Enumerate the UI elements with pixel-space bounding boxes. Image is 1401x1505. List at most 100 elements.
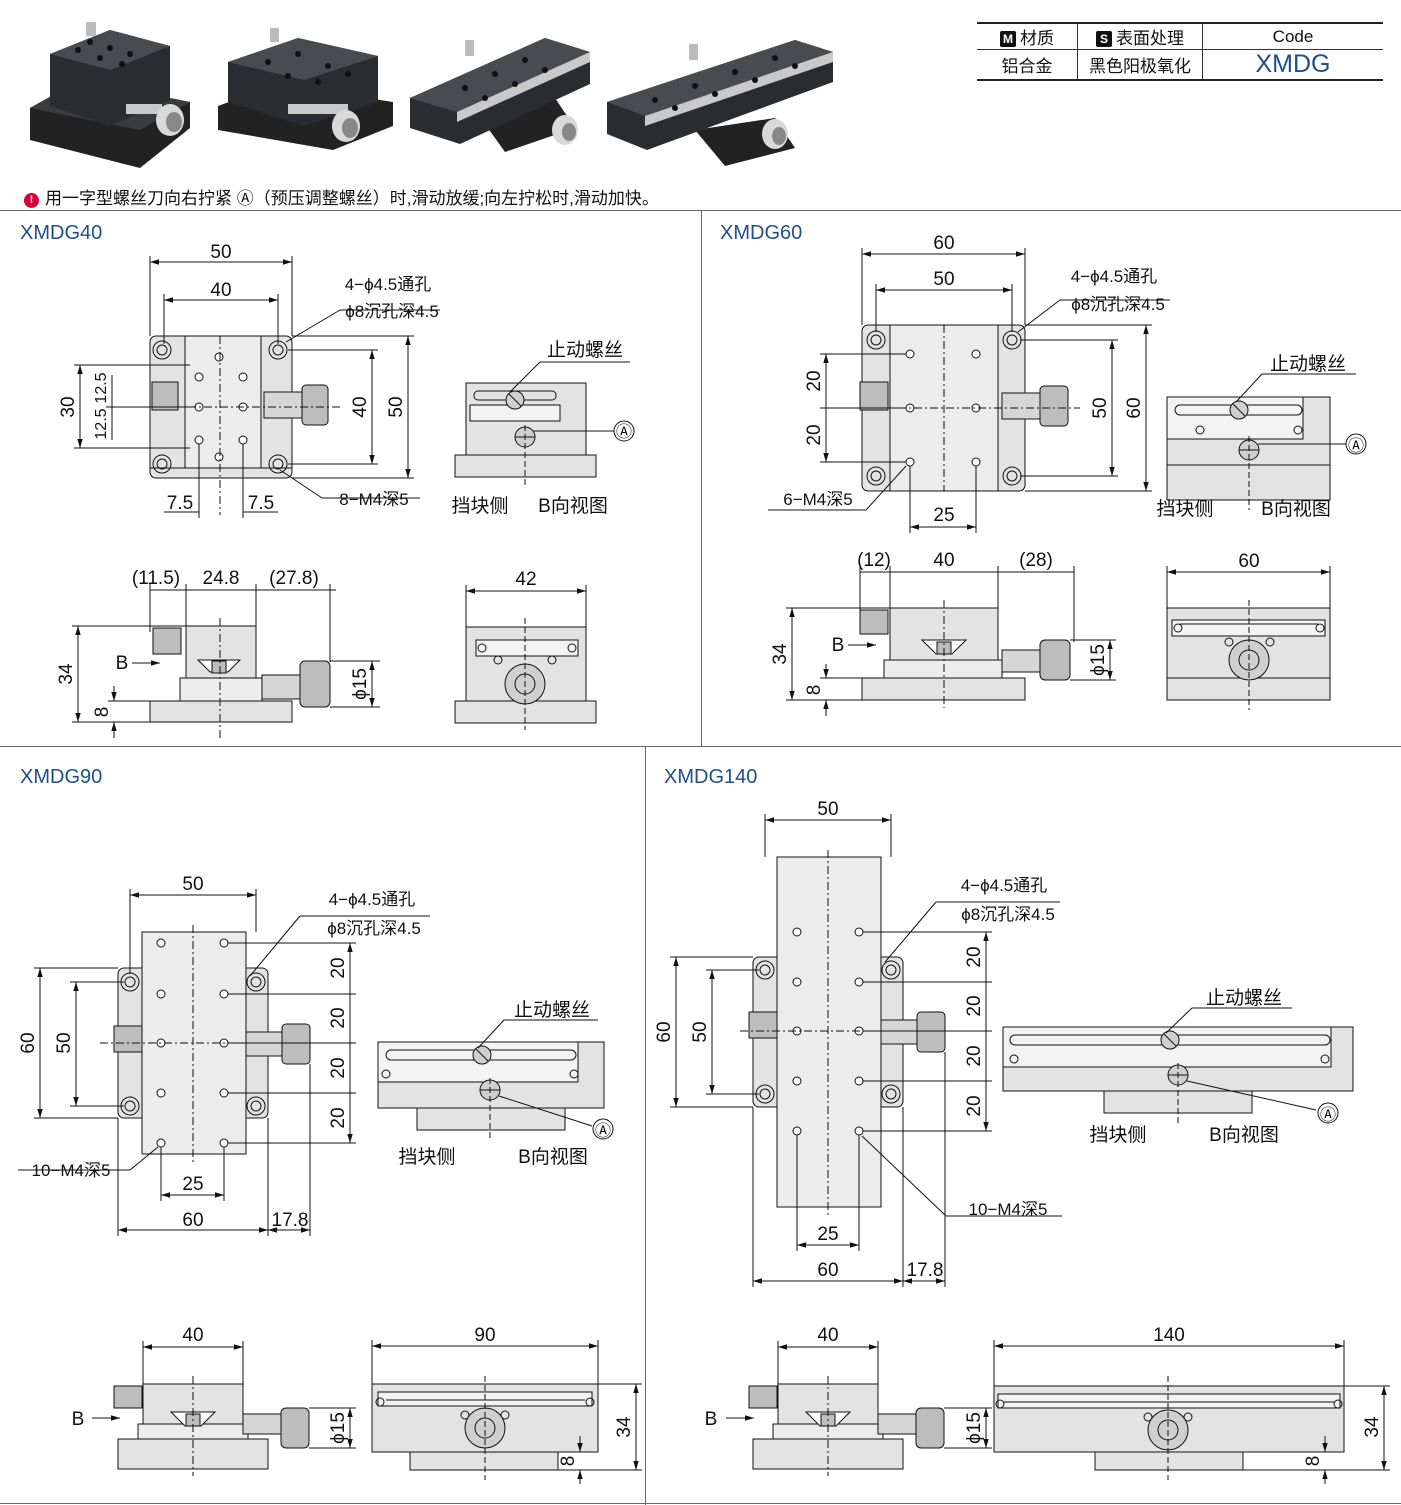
g140-dim-f40: 40	[817, 1325, 838, 1346]
g90-dim-knob: ϕ15	[328, 1412, 349, 1444]
upper-vertical-divider	[701, 210, 702, 746]
g140-dim-h50: 50	[690, 1021, 711, 1042]
product-photo-xmdg140	[607, 40, 833, 166]
material-value: 铝合金	[977, 49, 1078, 81]
product-photo-xmdg90	[410, 38, 590, 152]
g40-dim-l75: 7.5	[167, 493, 193, 514]
lower-vertical-divider	[645, 746, 646, 1505]
g60-dim-fh8: 8	[804, 685, 825, 696]
g60-dim-h60: 60	[1124, 397, 1145, 418]
xmdg40-front-view	[72, 584, 380, 740]
g60-dim-f12: (12)	[857, 550, 891, 571]
g90-dim-p20d: 20	[328, 1107, 349, 1128]
material-badge: M	[1000, 31, 1016, 47]
g40-holes-label: 4−ϕ4.5通孔	[345, 275, 432, 294]
g90-dim-p20a: 20	[328, 957, 349, 978]
g60-cbore-label: ϕ8沉孔深4.5	[1071, 295, 1165, 314]
g40-stop-side-label: 挡块侧	[451, 495, 508, 517]
g40-dim-f278: (27.8)	[269, 568, 319, 589]
g60-dim-w50: 50	[933, 269, 954, 290]
xmdg90-dimension-lines	[18, 889, 430, 1236]
g90-dim-w178: 17.8	[272, 1210, 309, 1231]
g60-taps-label: 6−M4深5	[783, 490, 852, 509]
g90-stop-side-label: 挡块侧	[398, 1146, 455, 1168]
xmdg90-top-view	[100, 925, 320, 1165]
g140-dim-knob: ϕ15	[964, 1412, 985, 1444]
g90-dim-w25: 25	[182, 1174, 203, 1195]
g90-dim-h50: 50	[54, 1032, 75, 1053]
g140-dim-bw140: 140	[1153, 1325, 1185, 1346]
g60-lock-label: 止动螺丝	[1270, 353, 1346, 375]
g40-lock-label: 止动螺丝	[547, 339, 623, 361]
surface-value: 黑色阳极氧化	[1077, 49, 1203, 81]
g140-taps-label: 10−M4深5	[969, 1200, 1048, 1219]
g40-dim-f248: 24.8	[203, 568, 240, 589]
g140-dim-fh8: 8	[1303, 1456, 1324, 1467]
g140-cbore-label: ϕ8沉孔深4.5	[961, 905, 1055, 924]
g90-holes-label: 4−ϕ4.5通孔	[329, 890, 416, 909]
g40-a-marker: Ⓐ	[616, 423, 632, 441]
g40-dim-r75: 7.5	[248, 493, 274, 514]
g90-dim-h60: 60	[18, 1032, 39, 1053]
bottom-divider	[0, 1503, 1401, 1504]
g60-dim-fh34: 34	[770, 643, 791, 665]
g60-bview-label: B向视图	[1261, 498, 1331, 520]
g90-dim-w50: 50	[182, 874, 203, 895]
xmdg40-side-view	[454, 585, 597, 730]
section-title-xmdg90: XMDG90	[20, 766, 103, 788]
g60-b-marker: B	[832, 635, 845, 656]
g60-dim-p20b: 20	[804, 424, 825, 445]
g90-a-marker: Ⓐ	[595, 1122, 611, 1140]
g40-dim-w40: 40	[210, 280, 231, 301]
g140-dim-p20a: 20	[964, 946, 985, 967]
g60-dim-bw60: 60	[1238, 551, 1259, 572]
surface-badge: S	[1096, 31, 1112, 47]
g140-lock-label: 止动螺丝	[1206, 987, 1282, 1009]
xmdg40-b-view	[454, 361, 635, 485]
g140-stop-side-label: 挡块侧	[1089, 1124, 1146, 1146]
g140-dim-p20c: 20	[964, 1045, 985, 1066]
g140-b-marker: B	[705, 1409, 718, 1430]
g140-holes-label: 4−ϕ4.5通孔	[961, 876, 1048, 895]
g90-cbore-label: ϕ8沉孔深4.5	[327, 919, 421, 938]
g90-dim-f40: 40	[182, 1325, 203, 1346]
middle-divider	[0, 746, 1401, 747]
g140-dim-w178: 17.8	[907, 1260, 944, 1281]
g90-dim-fh34: 34	[614, 1416, 635, 1438]
xmdg90-b-view	[377, 1019, 614, 1140]
g40-dim-fh8: 8	[92, 707, 113, 718]
g140-bview-label: B向视图	[1209, 1124, 1279, 1146]
xmdg90-side-view	[371, 1340, 642, 1484]
g60-dim-knob: ϕ15	[1088, 644, 1109, 676]
g60-stop-side-label: 挡块侧	[1156, 498, 1213, 520]
product-photo-xmdg40	[30, 22, 190, 168]
usage-note: !用一字型螺丝刀向右拧紧 Ⓐ（预压调整螺丝）时,滑动放缓;向左拧松时,滑动加快。	[24, 184, 659, 209]
g40-dim-h30: 30	[58, 396, 79, 417]
g90-dim-p20c: 20	[328, 1057, 349, 1078]
g90-taps-label: 10−M4深5	[32, 1161, 111, 1180]
g60-holes-label: 4−ϕ4.5通孔	[1071, 267, 1158, 286]
g40-dim-f115: (11.5)	[132, 568, 180, 589]
g40-dim-w50: 50	[210, 242, 231, 263]
g40-dim-h50: 50	[386, 396, 407, 417]
g90-bview-label: B向视图	[518, 1146, 588, 1168]
xmdg60-b-view	[1166, 373, 1367, 510]
xmdg140-front-view	[726, 1341, 992, 1476]
g140-dim-fh34: 34	[1362, 1416, 1383, 1438]
g90-dim-fh8: 8	[558, 1456, 579, 1467]
g140-a-marker: Ⓐ	[1320, 1106, 1336, 1124]
g60-dim-w25: 25	[933, 505, 954, 526]
g40-dim-p125b: 12.5	[93, 408, 110, 439]
g40-bview-label: B向视图	[538, 495, 608, 517]
g90-b-marker: B	[72, 1409, 85, 1430]
top-divider	[0, 210, 1401, 211]
section-title-xmdg60: XMDG60	[720, 222, 803, 244]
g40-taps-label: 8−M4深5	[339, 490, 408, 509]
g40-dim-bw42: 42	[515, 569, 536, 590]
g40-b-marker: B	[116, 653, 129, 674]
material-header: 材质	[1020, 29, 1054, 48]
xmdg60-front-view	[786, 566, 1116, 716]
